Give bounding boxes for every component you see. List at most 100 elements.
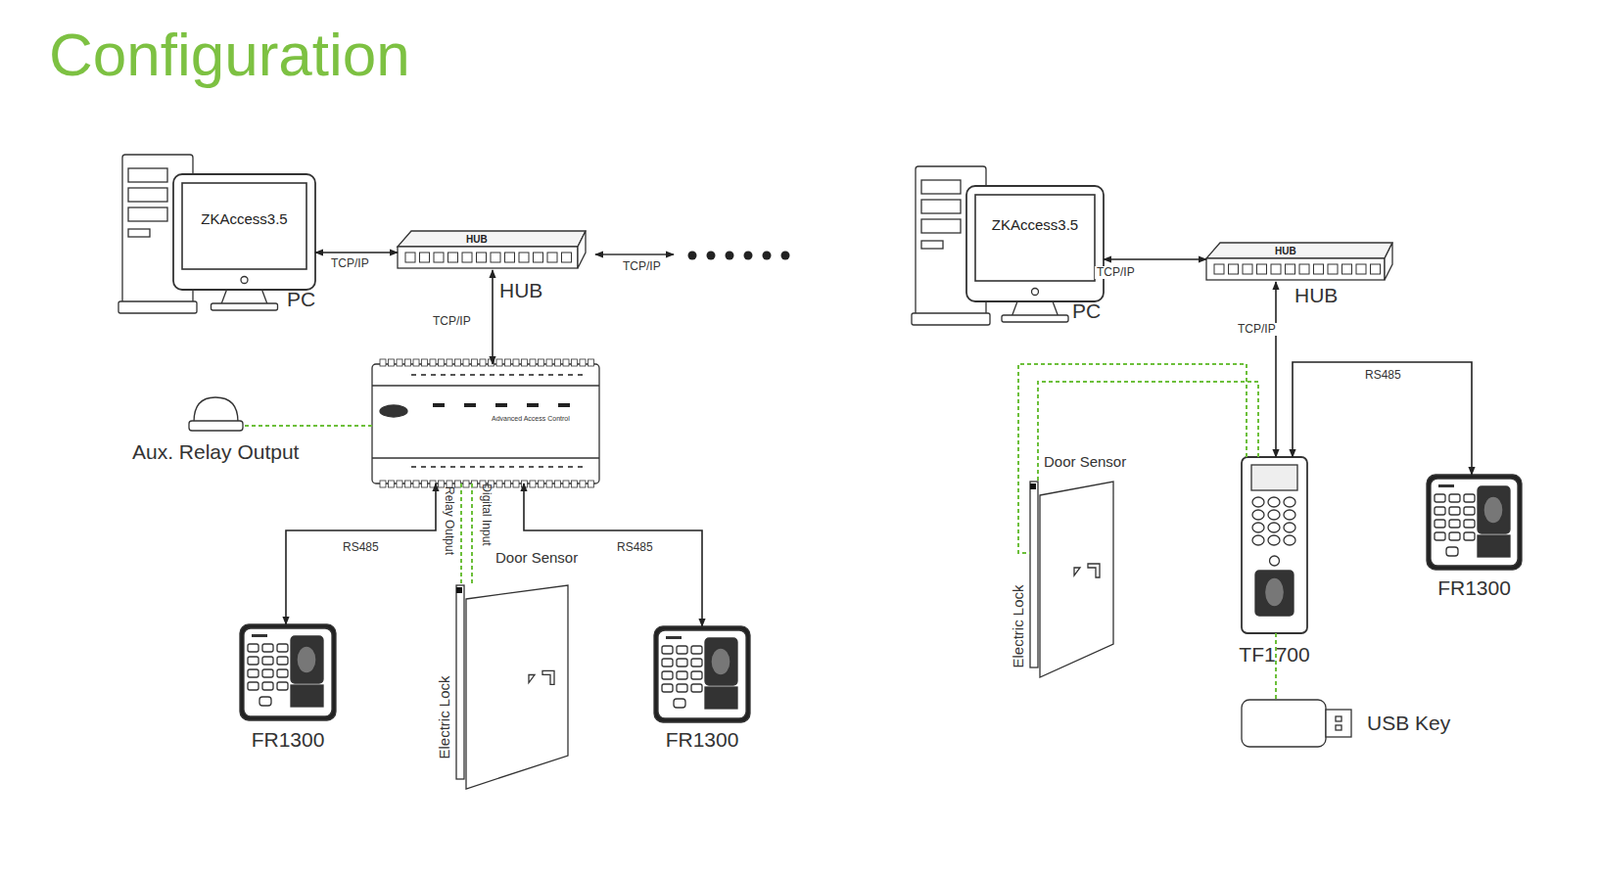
terminal (422, 359, 428, 367)
page-title: Configuration (48, 21, 411, 89)
terminal (546, 480, 553, 488)
terminal (396, 480, 403, 488)
print-mark (450, 374, 456, 377)
reader-housing (654, 626, 751, 723)
usb-plug (1325, 709, 1352, 738)
terminal (455, 480, 462, 488)
terminal (579, 359, 586, 367)
controller-housing (372, 364, 600, 484)
door-leaf (466, 585, 568, 790)
terminal (513, 359, 519, 367)
link-arrow (315, 251, 398, 254)
hub-port (420, 252, 430, 263)
device-label: FR1300 (634, 728, 770, 752)
device-text: ZKAccess3.5 (966, 217, 1104, 235)
drive-bay (128, 229, 150, 237)
indicator-led (495, 403, 508, 408)
key (247, 657, 259, 665)
door: Door SensorElectric Lock (1030, 481, 1114, 678)
print-mark (479, 466, 485, 469)
terminal (538, 359, 545, 367)
key (247, 669, 259, 678)
hub-port (462, 252, 472, 263)
link-label: RS485 (614, 541, 656, 555)
network-arrow (595, 253, 674, 255)
device-text: HUB (1274, 245, 1297, 257)
access-controller: Advanced Access Control (372, 364, 600, 484)
terminal (379, 480, 386, 488)
key (691, 646, 703, 655)
hub-port (448, 252, 459, 263)
print-mark (528, 374, 534, 377)
terminal (529, 359, 536, 367)
sensor-block (1030, 483, 1036, 490)
link-arrow (1274, 282, 1277, 458)
device-text: ZKAccess3.5 (173, 211, 316, 229)
fingerprint-reader: FR1300 (1426, 474, 1522, 570)
usb-contact (1335, 725, 1342, 731)
hub-port (518, 252, 529, 263)
usb-key: USB Key (1241, 700, 1352, 748)
power-button (1032, 288, 1039, 296)
terminal (446, 480, 453, 488)
pc-monitor: ZKAccess3.5PC (966, 186, 1104, 302)
terminal (538, 480, 545, 488)
terminal (388, 480, 395, 488)
device-text: Door Sensor (1043, 454, 1127, 471)
key (676, 658, 688, 667)
print-mark (518, 466, 524, 469)
key (1449, 494, 1460, 503)
key (1449, 507, 1460, 516)
key (1268, 510, 1280, 520)
usb-contact (1335, 716, 1342, 722)
hub-port (490, 252, 501, 263)
sensor-lower (705, 687, 738, 709)
hub-port (533, 252, 544, 263)
link-label: RS485 (1363, 369, 1404, 382)
hub-port (476, 252, 487, 263)
hub-port (1228, 264, 1239, 275)
key (676, 684, 688, 693)
wire-dashed (242, 424, 373, 427)
terminal (588, 480, 595, 488)
reader-housing (1426, 474, 1522, 570)
key (1434, 507, 1446, 516)
hub-front (397, 246, 578, 269)
hub-port (1285, 264, 1296, 275)
terminal (555, 480, 562, 488)
monitor-frame (966, 186, 1104, 302)
device-label: PC (1072, 299, 1101, 323)
terminal (521, 359, 528, 367)
drive-bay (921, 180, 961, 194)
wire-dashed (1018, 364, 1247, 554)
print-mark (548, 466, 554, 469)
hub-port (1327, 264, 1338, 275)
terminal (396, 359, 403, 367)
terminal (379, 359, 386, 367)
print-mark (528, 466, 534, 469)
door-handle (1087, 564, 1100, 578)
key (661, 646, 673, 655)
terminal (555, 359, 562, 367)
door: Door SensorElectric Lock (456, 585, 568, 790)
hub-side (1384, 242, 1393, 281)
key (1434, 519, 1446, 528)
drive-bay (128, 168, 168, 183)
aux-alarm: Aux. Relay Output (188, 397, 243, 431)
hub-port (1242, 264, 1253, 275)
print-mark (411, 466, 417, 469)
link-label: Relay Output (441, 484, 455, 558)
sensor-lower (1477, 535, 1510, 558)
network-hub: HUBHUB (397, 231, 586, 271)
link-label: RS485 (340, 541, 381, 555)
wire-dashed (470, 483, 473, 586)
drive-bay (921, 240, 943, 249)
link-arrow (491, 270, 494, 365)
print-mark (518, 374, 524, 377)
device-label: FR1300 (220, 728, 356, 752)
print-mark (499, 466, 505, 469)
device-label: Electric Lock (436, 675, 454, 759)
terminal (529, 480, 536, 488)
monitor-base (1001, 315, 1069, 323)
